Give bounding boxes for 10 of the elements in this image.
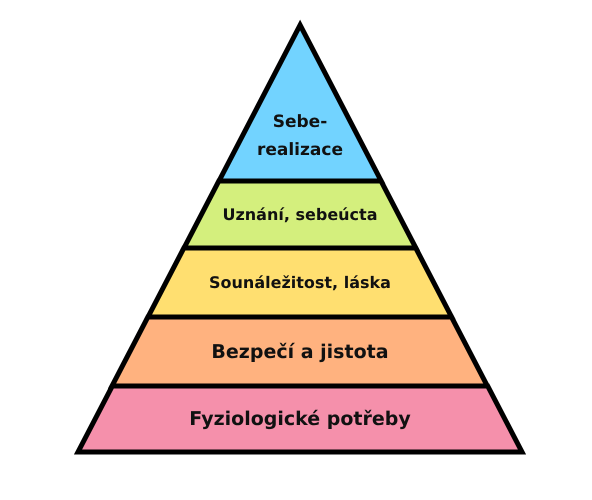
tier-label: Sounáležitost, láska	[209, 272, 391, 294]
tier-label: Bezpečí a jistota	[211, 340, 389, 364]
pyramid-tier	[145, 245, 455, 320]
pyramid-tier	[109, 314, 491, 389]
pyramid-top-tier	[216, 19, 384, 184]
pyramid-tier	[75, 383, 525, 455]
tier-label: Sebe- realizace	[256, 111, 344, 162]
pyramid-tier	[181, 178, 419, 251]
tier-label: Fyziologické potřeby	[189, 407, 411, 431]
tier-label: Uznání, sebeúcta	[222, 204, 378, 226]
